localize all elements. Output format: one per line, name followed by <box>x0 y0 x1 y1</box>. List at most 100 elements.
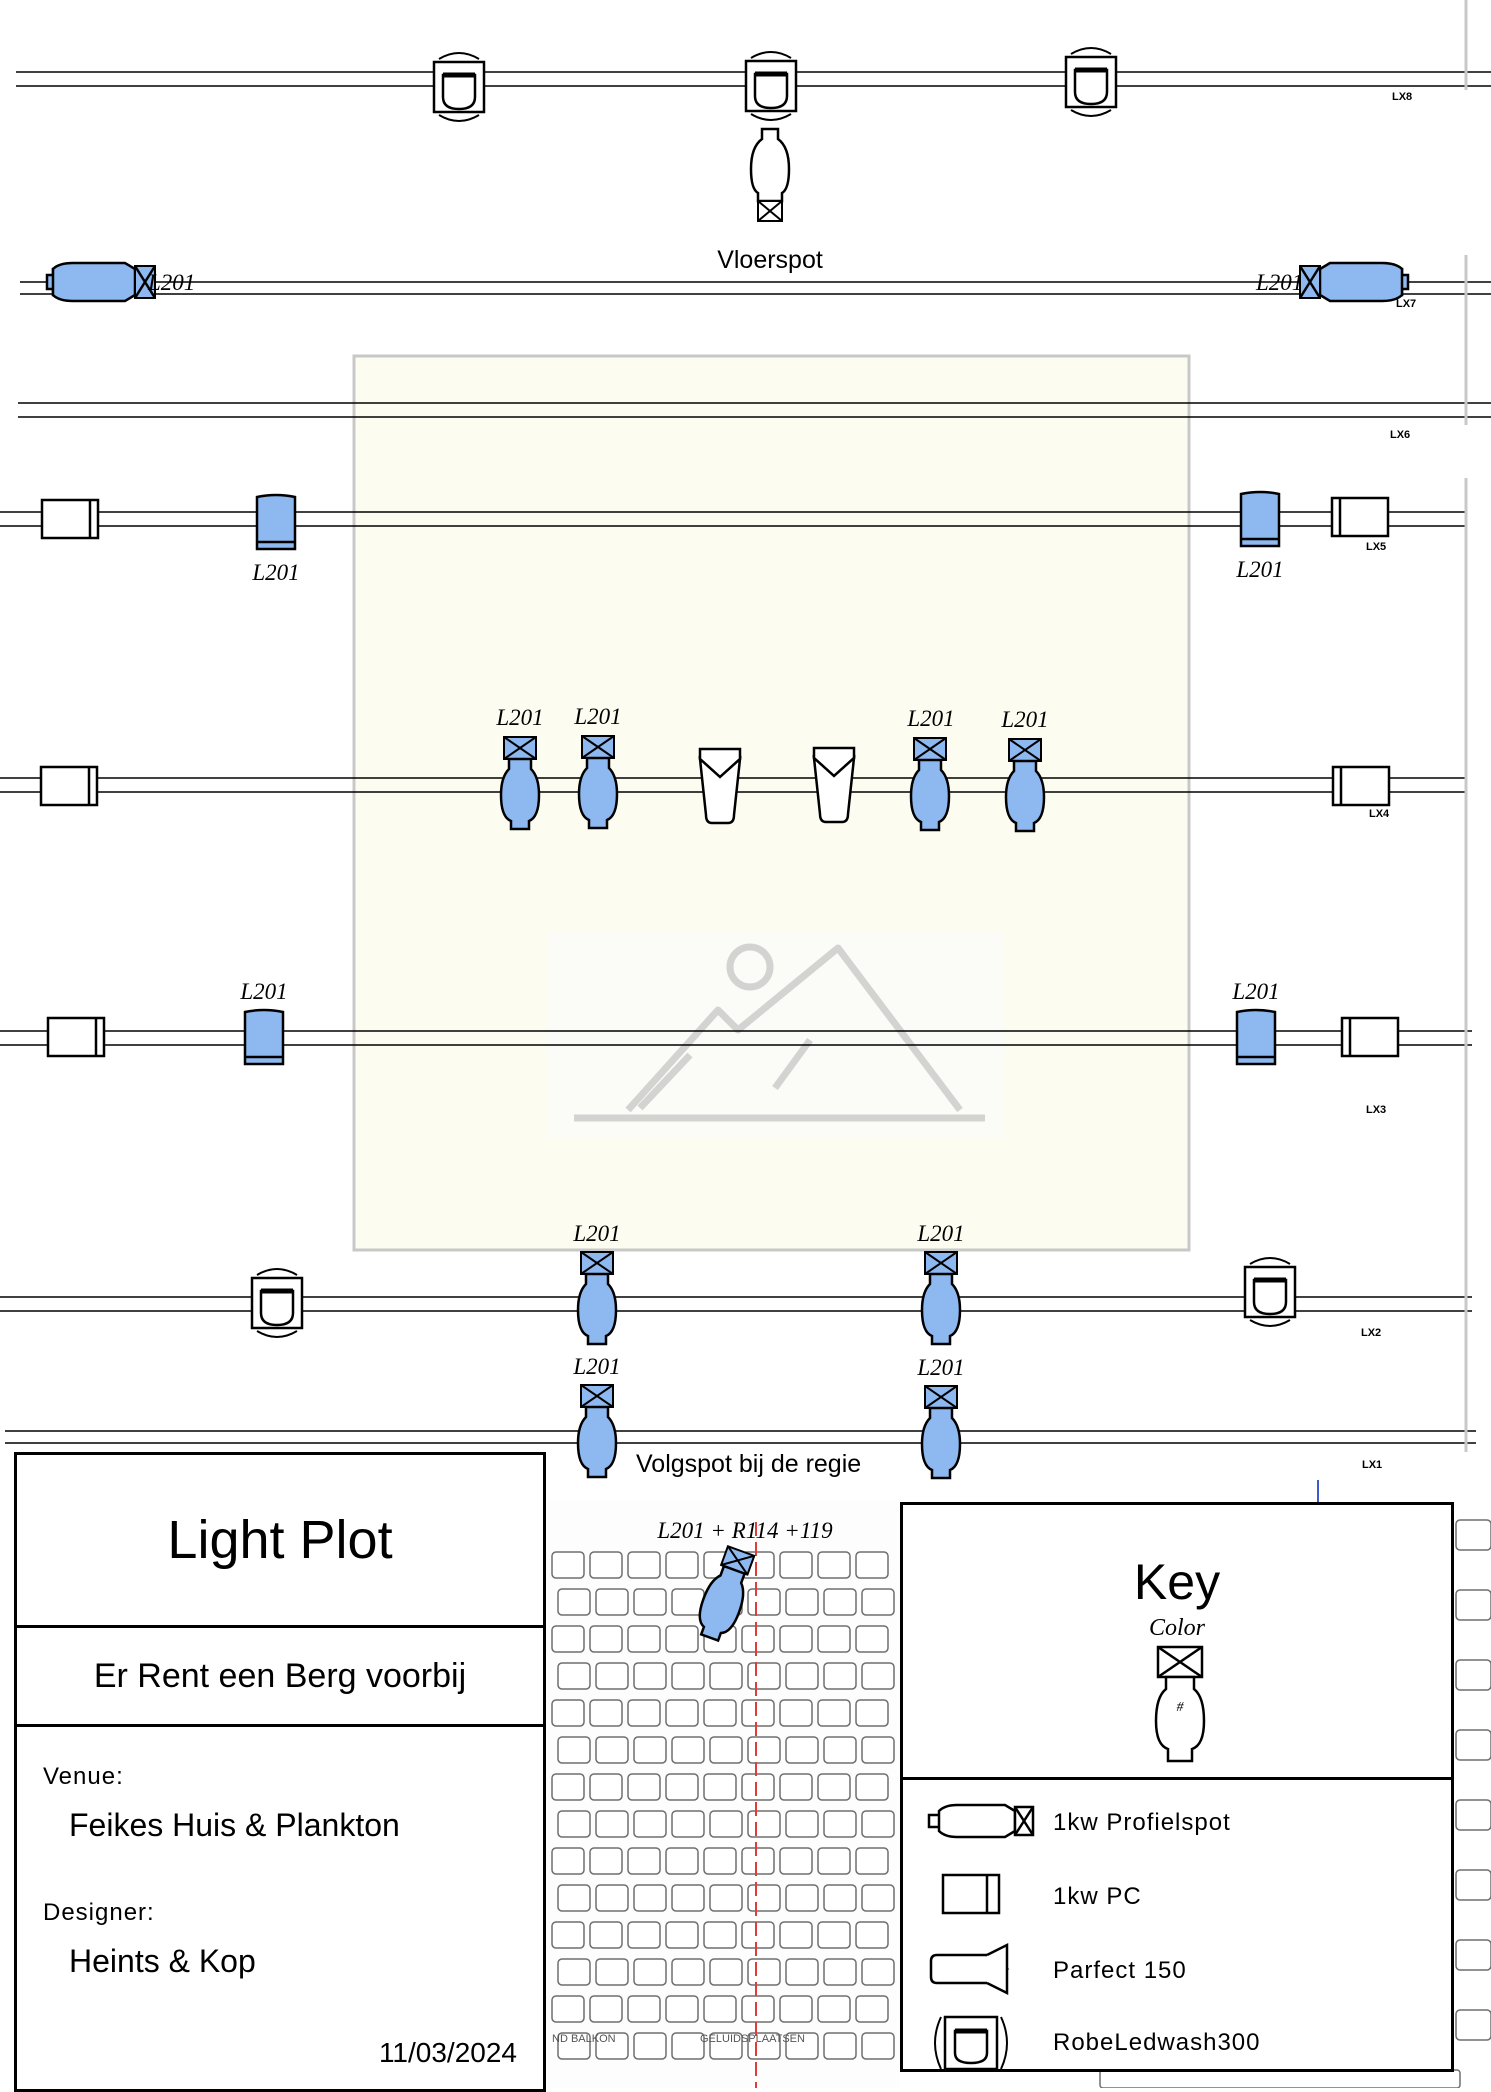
seat <box>823 1736 857 1764</box>
sound-seats-label: GELUIDSPLAATSEN <box>700 2033 805 2045</box>
seat <box>551 1625 585 1653</box>
seat <box>785 2032 819 2060</box>
seat <box>589 1551 623 1579</box>
seat <box>823 2032 857 2060</box>
seat <box>551 1995 585 2023</box>
seat <box>595 1884 629 1912</box>
profile-spot-fixture <box>576 1250 618 1346</box>
seat <box>589 1921 623 1949</box>
seat <box>785 1884 819 1912</box>
seat <box>551 1699 585 1727</box>
seat <box>785 1662 819 1690</box>
par-icon <box>929 1942 1010 1996</box>
pc-icon <box>941 1873 1001 1915</box>
profile-spot-fixture <box>576 1383 618 1479</box>
seat <box>595 2032 629 2060</box>
seat <box>779 1699 813 1727</box>
batten-label: LX3 <box>1366 1104 1386 1116</box>
seat <box>861 1884 895 1912</box>
seat <box>855 1847 889 1875</box>
seat <box>817 1921 851 1949</box>
profile-spot-fixture <box>577 734 619 830</box>
seat <box>817 1773 851 1801</box>
color-label: L201 <box>239 979 287 1004</box>
followspot-color-label: L201 + R114 +119 <box>656 1518 833 1543</box>
color-label: L201 <box>251 560 299 585</box>
key-title: Key <box>1133 1554 1221 1610</box>
seat <box>817 1551 851 1579</box>
seat <box>557 1588 591 1616</box>
image-placeholder <box>548 932 1004 1138</box>
seat <box>703 1847 737 1875</box>
seat <box>779 1921 813 1949</box>
batten-label: LX5 <box>1366 541 1386 553</box>
profile-spot-icon <box>927 1803 1035 1839</box>
designer-label: Designer: <box>43 1899 155 1926</box>
floor-spot-fixture <box>749 127 791 223</box>
seat <box>855 1625 889 1653</box>
seat <box>747 1810 781 1838</box>
seat <box>747 1736 781 1764</box>
seat <box>671 1958 705 1986</box>
key-header: Key Color # <box>903 1505 1451 1780</box>
color-label: L201 <box>572 1354 620 1379</box>
pc-fixture <box>255 493 297 551</box>
seat <box>627 1995 661 2023</box>
seat <box>703 1995 737 2023</box>
seat <box>817 1847 851 1875</box>
seat <box>665 1773 699 1801</box>
seating-plan-right <box>1099 1519 1491 2088</box>
pc-fixture <box>39 765 99 807</box>
seat <box>861 1588 895 1616</box>
color-label: L201 <box>1255 270 1303 295</box>
seat <box>823 1662 857 1690</box>
profile-spot-fixture <box>920 1384 962 1480</box>
venue-name: Feikes Huis & Plankton <box>69 1807 400 1843</box>
seat <box>665 1921 699 1949</box>
seat <box>741 1995 775 2023</box>
seat <box>823 1810 857 1838</box>
seat <box>633 1588 667 1616</box>
seat <box>557 1662 591 1690</box>
seat <box>557 2032 591 2060</box>
seat <box>665 1699 699 1727</box>
seat <box>747 1588 781 1616</box>
seat <box>595 1810 629 1838</box>
seat <box>627 1699 661 1727</box>
color-label: L201 <box>906 706 954 731</box>
key-label: 1kw Profielspot <box>1053 1809 1231 1836</box>
batten-label: LX4 <box>1369 808 1390 820</box>
seat <box>703 1699 737 1727</box>
key-profile-symbol-icon: # <box>1154 1645 1206 1763</box>
par-fixture <box>812 746 856 824</box>
followspot-fixture <box>698 1544 756 1643</box>
pc-fixture <box>1340 1016 1400 1058</box>
seat <box>595 1588 629 1616</box>
seat <box>633 1810 667 1838</box>
batten-label: LX2 <box>1361 1327 1381 1339</box>
color-label: L201 <box>1231 979 1279 1004</box>
floor-spot-label: Vloerspot <box>717 246 823 274</box>
key-row: 1kw PC <box>903 1865 1451 1925</box>
seat <box>855 1773 889 1801</box>
seat <box>633 1736 667 1764</box>
color-label: L201 <box>1235 557 1283 582</box>
ledwash-fixture <box>434 53 484 121</box>
profile-spot-fixture <box>45 261 157 303</box>
seat <box>779 1995 813 2023</box>
seat <box>665 1625 699 1653</box>
seat <box>855 1699 889 1727</box>
color-label: L201 <box>495 705 543 730</box>
batten-label: LX6 <box>1390 429 1410 441</box>
key-row: Parfect 150 <box>903 1939 1451 1999</box>
seat <box>709 1736 743 1764</box>
venue-label: Venue: <box>43 1763 124 1790</box>
ledwash-fixture <box>1245 1258 1295 1326</box>
seat <box>627 1625 661 1653</box>
profile-spot-fixture <box>909 736 951 832</box>
seat <box>589 1625 623 1653</box>
seat <box>665 1551 699 1579</box>
seat <box>861 2032 895 2060</box>
seat <box>817 1699 851 1727</box>
show-title: Er Rent een Berg voorbij <box>17 1628 543 1727</box>
